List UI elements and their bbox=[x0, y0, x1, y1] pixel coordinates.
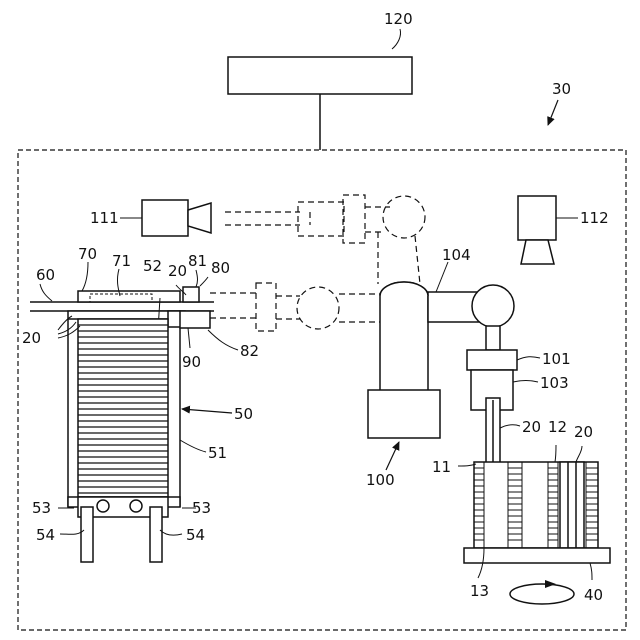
rotation-arrow-icon bbox=[510, 584, 574, 604]
arm-ghost-lower bbox=[210, 283, 380, 331]
label-gripper-sheet: 20 bbox=[522, 418, 541, 436]
label-tab: 52 bbox=[143, 257, 162, 275]
tray bbox=[464, 462, 610, 563]
label-stack-housing: 50 bbox=[234, 405, 253, 423]
label-leg-right: 54 bbox=[186, 526, 205, 544]
label-holder: 70 bbox=[78, 245, 97, 263]
label-unit-82: 82 bbox=[240, 342, 259, 360]
label-tray-bottom: 13 bbox=[470, 582, 489, 600]
label-sheet-top: 20 bbox=[168, 262, 187, 280]
label-lift-right: 53 bbox=[192, 499, 211, 517]
label-block-top: 80 bbox=[211, 259, 230, 277]
label-camera-left: 111 bbox=[90, 209, 119, 227]
label-tray-top: 12 bbox=[548, 418, 567, 436]
label-arm-link: 104 bbox=[442, 246, 471, 264]
label-controller: 120 bbox=[384, 10, 413, 28]
robot-arm bbox=[368, 282, 517, 486]
label-gripper: 103 bbox=[540, 374, 569, 392]
label-lift-left: 53 bbox=[32, 499, 51, 517]
label-camera-right: 112 bbox=[580, 209, 609, 227]
controller-box bbox=[228, 57, 412, 94]
label-system: 30 bbox=[552, 80, 571, 98]
label-stage: 60 bbox=[36, 266, 55, 284]
label-holder-inner: 71 bbox=[112, 252, 131, 270]
holder bbox=[78, 291, 180, 302]
label-turntable: 40 bbox=[584, 586, 603, 604]
label-sheets-left: 20 bbox=[22, 329, 41, 347]
label-tray-left: 11 bbox=[432, 458, 451, 476]
label-housing-wall: 51 bbox=[208, 444, 227, 462]
camera-right-icon bbox=[518, 196, 578, 264]
label-unit-90: 90 bbox=[182, 353, 201, 371]
label-leg-left: 54 bbox=[36, 526, 55, 544]
label-tray-sheets: 20 bbox=[574, 423, 593, 441]
label-block: 81 bbox=[188, 252, 207, 270]
label-robot: 100 bbox=[366, 471, 395, 489]
camera-left-icon bbox=[120, 200, 211, 236]
label-hand: 101 bbox=[542, 350, 571, 368]
hand-101 bbox=[467, 350, 517, 370]
arm-ghost-upper bbox=[225, 195, 425, 284]
stack-housing bbox=[68, 319, 180, 562]
